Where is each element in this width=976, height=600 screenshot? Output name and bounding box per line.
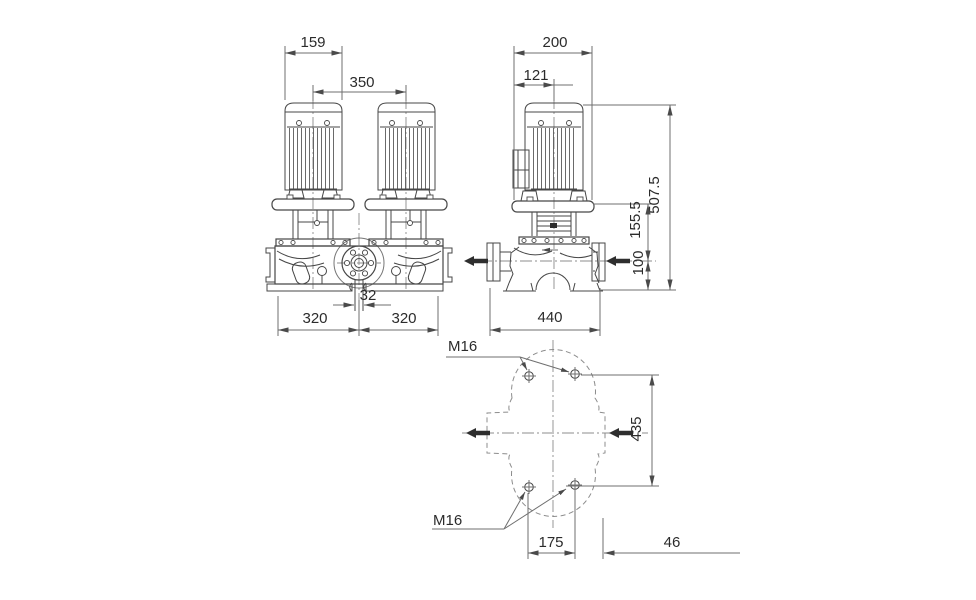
motor-side	[512, 102, 588, 202]
side-dimensions: 200 121 507.5 155.5 100 440	[489, 34, 676, 336]
motor-fins	[382, 128, 430, 189]
dim-label-435: 435	[628, 416, 645, 441]
pump-casing-front	[265, 237, 453, 311]
dim-label-320-right: 320	[391, 310, 416, 327]
dim-label-507-5: 507.5	[646, 176, 663, 214]
base-strip-left	[266, 283, 353, 292]
dim-label-320-left: 320	[302, 310, 327, 327]
motor-left	[284, 102, 343, 199]
terminal-box	[512, 149, 530, 189]
bolt-hole	[522, 369, 536, 383]
bolt-hole	[568, 478, 582, 492]
dim-label-175: 175	[538, 534, 563, 551]
thread-label-bottom: M16	[433, 512, 462, 529]
dim-label-350: 350	[349, 74, 374, 91]
coupling-clamp	[550, 223, 557, 228]
motor-fins	[531, 128, 577, 189]
pump-head-side	[511, 196, 595, 245]
flow-arrow-outlet-top	[466, 428, 490, 438]
front-dimensions: 159 350 32 320 320	[277, 34, 439, 336]
port-flange-right	[443, 247, 453, 283]
anchor-holes	[522, 367, 582, 494]
port-flange-left	[265, 247, 275, 283]
base-strip-right	[365, 283, 444, 292]
foot-pad	[291, 261, 311, 285]
bolt-hole	[522, 480, 536, 494]
center-port-stub	[354, 280, 364, 311]
dim-label-32: 32	[360, 287, 377, 304]
front-view: 159 350 32 320 320	[265, 34, 453, 336]
foot-pad	[407, 261, 427, 285]
dim-label-440: 440	[537, 309, 562, 326]
flow-arrow-inlet-side	[606, 256, 630, 266]
flow-arrow-outlet-side	[464, 256, 488, 266]
dim-label-100: 100	[630, 250, 647, 275]
side-view: 200 121 507.5 155.5 100 440	[464, 34, 676, 336]
motor-right	[377, 102, 436, 199]
thread-label-top: M16	[448, 338, 477, 355]
top-view: M16 435 M16 175 46	[432, 338, 740, 559]
dim-label-159: 159	[300, 34, 325, 51]
dim-label-200: 200	[542, 34, 567, 51]
pump-casing-side	[486, 242, 606, 292]
dim-label-155-5: 155.5	[627, 201, 644, 239]
base-outline-dashed	[486, 349, 606, 517]
center-flange	[333, 237, 385, 289]
bolt-hole	[568, 367, 582, 381]
top-dimensions: M16 435 M16 175 46	[432, 338, 740, 559]
dim-label-121: 121	[523, 67, 548, 84]
motor-fins	[289, 128, 337, 189]
dim-label-46: 46	[664, 534, 681, 551]
